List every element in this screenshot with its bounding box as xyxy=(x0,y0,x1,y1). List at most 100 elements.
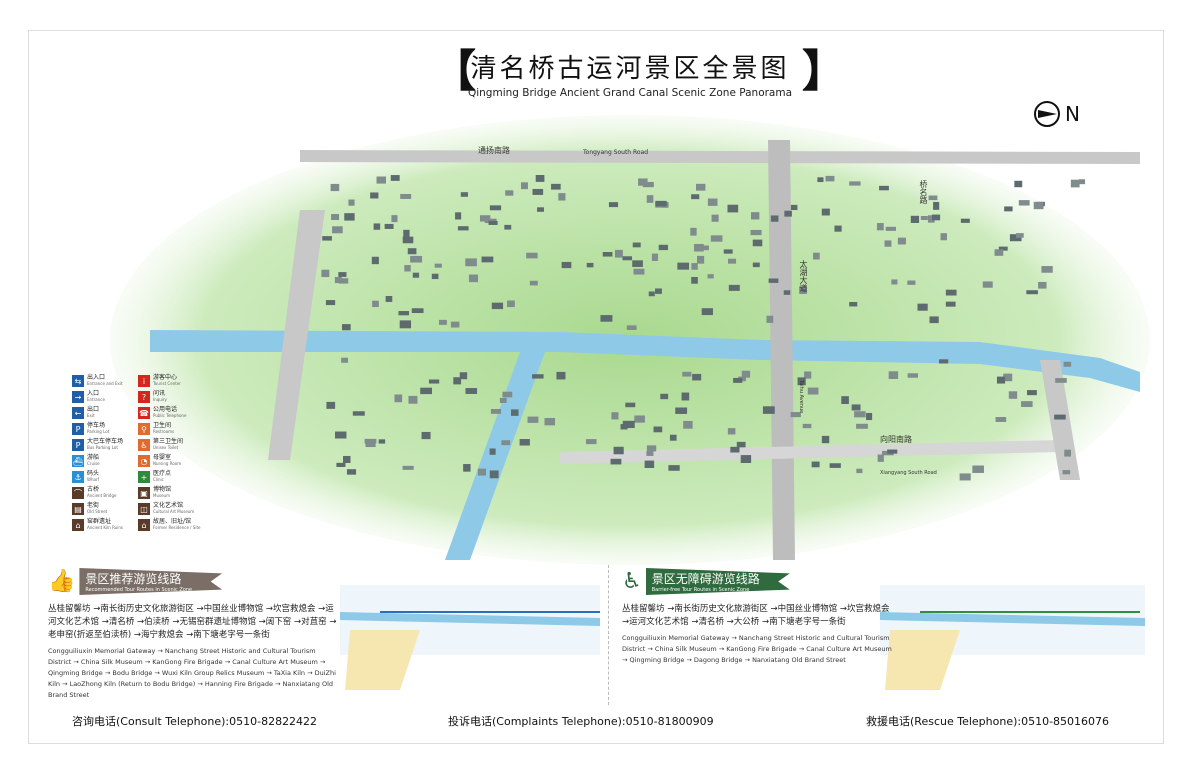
road-label-xiangyang-en: Xiangyang South Road xyxy=(880,470,937,476)
boat-icon: ⛴ xyxy=(72,455,84,467)
building xyxy=(501,440,511,446)
building xyxy=(728,284,740,291)
building xyxy=(520,182,528,190)
legend-label-zh: 游客中心 xyxy=(153,374,178,381)
building xyxy=(730,446,740,453)
route2-text-en: Congguiliuxin Memorial Gateway → Nanchan… xyxy=(622,634,892,664)
map-frame xyxy=(28,30,1164,744)
building xyxy=(1062,470,1071,475)
building xyxy=(841,396,849,404)
building xyxy=(391,215,398,223)
road-label-tongyang-zh: 通扬南路 xyxy=(478,146,510,155)
legend-label-en: Unisex Toilet xyxy=(153,445,179,450)
building xyxy=(682,371,692,377)
wheelchair-icon: ♿ xyxy=(622,569,642,594)
building xyxy=(431,273,439,280)
building xyxy=(488,220,498,225)
building xyxy=(1041,266,1053,273)
building xyxy=(626,325,637,330)
building xyxy=(1004,206,1013,212)
road-label-taihu-en: Taihu Avenue xyxy=(798,380,804,414)
bodu-canal xyxy=(445,352,545,560)
building xyxy=(625,402,636,408)
grand-canal xyxy=(150,330,1140,392)
building xyxy=(499,397,507,403)
building xyxy=(450,321,460,328)
building xyxy=(727,258,737,264)
building xyxy=(829,463,841,468)
building xyxy=(733,377,743,383)
building xyxy=(799,286,807,294)
building xyxy=(651,253,659,261)
building xyxy=(825,175,835,182)
building xyxy=(613,446,624,455)
building xyxy=(468,274,479,283)
building xyxy=(336,462,346,467)
building xyxy=(322,236,332,241)
building xyxy=(332,226,343,234)
title-zh: 清名桥古运河景区全景图 xyxy=(470,54,790,84)
building xyxy=(727,428,736,435)
building xyxy=(655,288,662,294)
building xyxy=(403,229,410,238)
building xyxy=(410,255,423,263)
building xyxy=(586,262,594,268)
title-bracket-left: 【 xyxy=(432,46,476,97)
building xyxy=(929,316,939,324)
building xyxy=(434,263,442,268)
building xyxy=(766,315,774,323)
building xyxy=(1018,200,1030,206)
legend-label-en: Bus Parking Lot xyxy=(87,445,118,450)
art-museum-icon: ◫ xyxy=(138,503,150,515)
building xyxy=(998,246,1008,251)
question-icon: ? xyxy=(138,391,150,403)
building xyxy=(632,242,641,248)
building xyxy=(959,473,971,481)
building xyxy=(1054,414,1066,420)
building xyxy=(532,374,544,379)
building xyxy=(790,412,801,418)
route2-banner: 景区无障碍游览线路 Barrier-free Tour Routes in Sc… xyxy=(645,568,790,595)
building xyxy=(770,215,779,222)
building xyxy=(610,458,622,465)
building xyxy=(933,201,940,210)
building xyxy=(938,359,949,364)
road-label-xiangyang-zh: 向阳南路 xyxy=(880,435,912,444)
route1-text-en: Congguiliuxin Memorial Gateway → Nanchan… xyxy=(48,647,336,699)
kiln-icon: ⌂ xyxy=(72,519,84,531)
building xyxy=(768,278,779,283)
building xyxy=(342,324,351,331)
building xyxy=(341,357,349,363)
building xyxy=(681,392,690,401)
building xyxy=(526,252,538,259)
legend-label-en: Public Telephone xyxy=(153,413,187,418)
legend-label-zh: 入口 xyxy=(87,390,100,397)
building xyxy=(945,301,956,307)
building xyxy=(691,194,700,200)
building xyxy=(421,431,431,440)
building xyxy=(346,469,357,475)
old-street-icon: ▤ xyxy=(72,503,84,515)
building xyxy=(537,207,544,212)
building xyxy=(677,262,690,270)
divider xyxy=(608,565,609,705)
consult-telephone: 咨询电话(Consult Telephone):0510-82822422 xyxy=(72,715,318,728)
building xyxy=(813,252,820,260)
building xyxy=(834,225,842,232)
building xyxy=(586,439,597,445)
legend-label-en: Exit xyxy=(87,413,95,418)
building xyxy=(692,373,702,381)
